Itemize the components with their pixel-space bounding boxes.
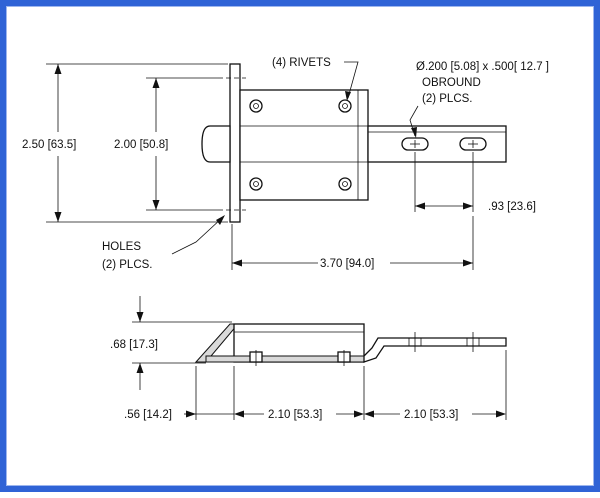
dim-overall-length-label: 3.70 [94.0]	[320, 258, 374, 270]
rivets-label: (4) RIVETS	[272, 57, 331, 69]
rivet	[338, 99, 352, 113]
side-view	[194, 323, 507, 366]
bolt-bar-profile	[363, 337, 507, 363]
dim-bottom-chain: .56 [14.2] 2.10 [53.3] 2.10 [53.3]	[124, 350, 507, 421]
obround-label: OBROUND	[422, 77, 481, 89]
dim-slot-spacing-label: .93 [23.6]	[488, 201, 536, 213]
dim-overall-height: 2.50 [63.5]	[22, 63, 228, 223]
bolt-knob	[201, 125, 231, 163]
dim-hole-spacing: 2.00 [50.8]	[114, 77, 218, 211]
holes-label: HOLES	[102, 241, 141, 253]
mounting-flange	[229, 63, 241, 223]
obround-slot	[459, 137, 487, 151]
dim-bolt-extension-label: 2.10 [53.3]	[404, 409, 458, 421]
holes-plcs-label: (2) PLCS.	[102, 259, 153, 271]
dim-overall-height-label: 2.50 [63.5]	[22, 139, 76, 151]
rivet	[249, 177, 263, 191]
rivets-callout: (4) RIVETS	[272, 57, 359, 101]
obround-callout: Ø.200 [5.08] x .500[ 12.7 ] OBROUND (2) …	[409, 61, 549, 138]
obround-slot	[401, 137, 429, 151]
rivet	[249, 99, 263, 113]
dim-body-length-label: 2.10 [53.3]	[268, 409, 322, 421]
dim-overall-length: 3.70 [94.0]	[231, 216, 474, 270]
obround-plcs-label: (2) PLCS.	[422, 93, 473, 105]
obround-dimension-label: Ø.200 [5.08] x .500[ 12.7 ]	[416, 61, 549, 73]
dim-profile-height: .68 [17.3]	[110, 296, 232, 390]
holes-callout: HOLES (2) PLCS.	[102, 215, 225, 271]
dim-hole-spacing-label: 2.00 [50.8]	[114, 139, 168, 151]
top-view	[201, 63, 507, 223]
dim-profile-height-label: .68 [17.3]	[110, 339, 158, 351]
rivet	[338, 177, 352, 191]
dim-slot-spacing: .93 [23.6]	[414, 152, 536, 213]
technical-drawing: 2.50 [63.5] 2.00 [50.8] (4) RIVETS Ø.200…	[22, 57, 549, 421]
dim-flange-offset-label: .56 [14.2]	[124, 409, 172, 421]
